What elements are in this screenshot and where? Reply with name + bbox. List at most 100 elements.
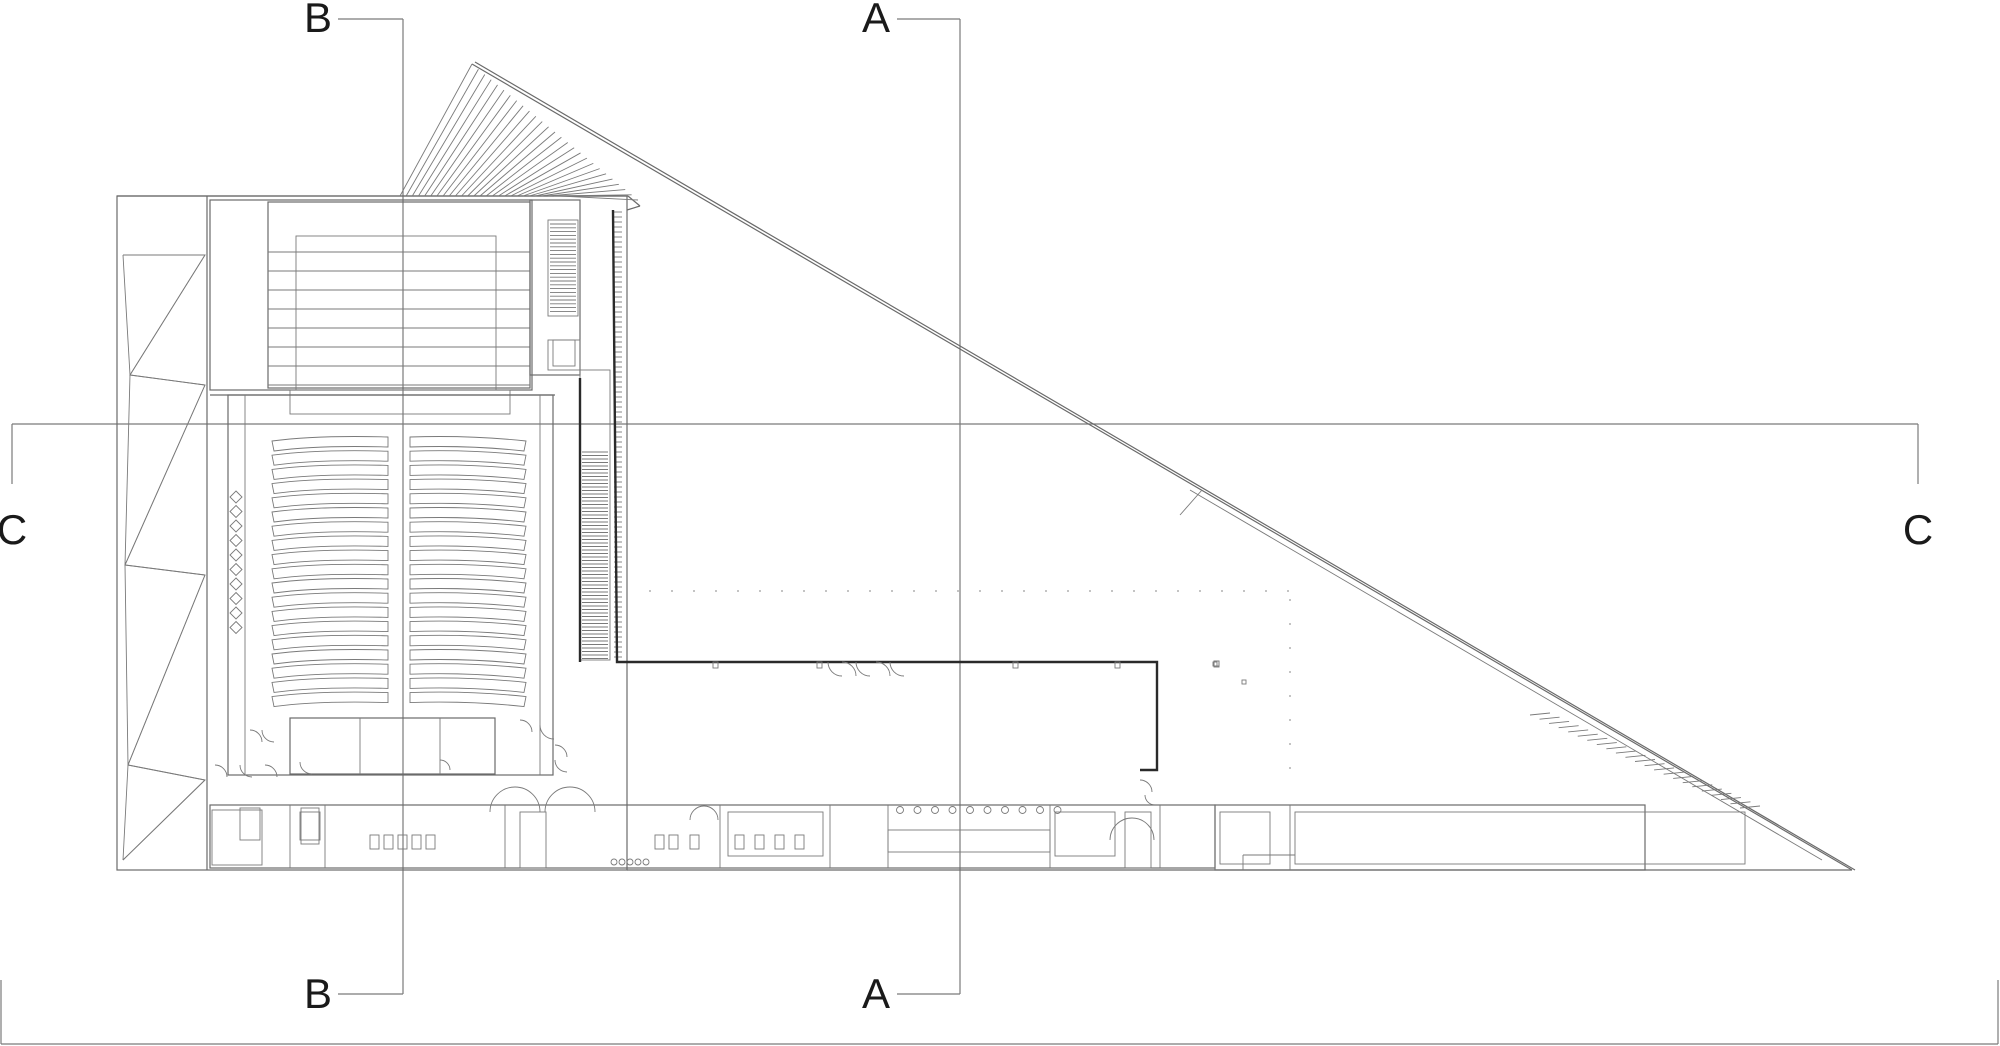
basin [626, 858, 634, 866]
step-line [461, 116, 537, 197]
step-line [399, 63, 473, 197]
grid-point [869, 590, 871, 592]
seat-row-right [409, 677, 527, 693]
step-line [442, 100, 518, 197]
seat-row-right [409, 535, 527, 551]
seat-row-left [271, 450, 389, 466]
step-line [553, 194, 632, 197]
grid-point [1221, 590, 1223, 592]
grid-point [1023, 590, 1025, 592]
grid-point [1289, 743, 1291, 745]
step-line [455, 110, 530, 197]
basin [642, 858, 650, 866]
seat-row-right [409, 549, 527, 566]
seat-row-right [409, 450, 527, 466]
grid-point [913, 590, 915, 592]
toilet-stall [411, 834, 422, 850]
diamond-panel [229, 519, 243, 533]
grid-point [891, 590, 893, 592]
stage-rows [268, 251, 530, 386]
seat-row-left [271, 563, 389, 580]
step-line [1539, 716, 1560, 720]
column [896, 806, 904, 814]
site-boundary-bracket [0, 980, 1999, 1045]
grid-point [715, 590, 717, 592]
diamond-panel [229, 591, 243, 606]
seat-row-right [409, 436, 527, 452]
grid-point [1289, 695, 1291, 697]
step-line [535, 178, 613, 197]
step-line [1568, 729, 1589, 733]
section-label-c-left: C [0, 506, 27, 553]
grid-point [1177, 590, 1179, 592]
column [1018, 806, 1027, 814]
grid-point [1243, 590, 1245, 592]
step-line [1730, 801, 1751, 805]
step-line [405, 69, 479, 197]
basin [634, 858, 642, 866]
seat-row-right [409, 691, 527, 708]
seat-row-left [271, 436, 389, 452]
step-line [1558, 725, 1579, 729]
step-line [1577, 733, 1598, 737]
seat-row-left [271, 663, 389, 679]
grid-point [1289, 767, 1291, 769]
step-line [448, 105, 524, 197]
step-line [1549, 721, 1570, 724]
seat-row-left [271, 578, 389, 594]
grid-point [803, 590, 805, 592]
seat-row-left [271, 649, 389, 665]
seat-row-right [409, 492, 527, 509]
step-line [529, 173, 607, 197]
service-strip [209, 786, 1746, 871]
grid-point [935, 590, 937, 592]
step-line [1625, 754, 1646, 758]
grid-point [1289, 623, 1291, 625]
seat-row-right [409, 578, 527, 594]
step-line [1682, 780, 1703, 784]
step-line [1606, 746, 1627, 750]
seat-row-right [409, 507, 527, 523]
basin [618, 858, 626, 866]
section-line-b [338, 18, 404, 995]
step-line [1529, 712, 1551, 716]
basin [610, 858, 618, 866]
column [913, 806, 922, 814]
seat-row-left [271, 592, 389, 608]
seat-row-left [271, 620, 389, 637]
step-line [424, 84, 498, 197]
grid-point [759, 590, 761, 592]
step-line [1692, 784, 1713, 788]
toilet-stall [383, 834, 394, 850]
step-line [504, 152, 581, 197]
step-line [1615, 750, 1636, 754]
misc-details [300, 339, 1295, 870]
column [1001, 806, 1009, 814]
grid-point [1133, 590, 1135, 592]
step-line [418, 79, 492, 197]
step-line [1663, 771, 1684, 775]
grid-point [1001, 590, 1003, 592]
seat-row-right [409, 606, 527, 622]
grid-point [781, 590, 783, 592]
section-line-c [11, 423, 1919, 484]
column [1053, 806, 1062, 814]
step-line [1596, 742, 1617, 746]
building-outline [116, 61, 1856, 871]
step-line [1701, 788, 1722, 792]
seat-row-left [271, 492, 389, 509]
step-line [1587, 737, 1608, 741]
column [966, 806, 974, 814]
step-line [559, 195, 639, 201]
seat-row-right [409, 620, 527, 637]
grid-point [1289, 719, 1291, 721]
toilet-stall [654, 834, 665, 850]
seat-row-left [271, 677, 389, 693]
auditorium-lobby [214, 717, 568, 778]
stair-core [529, 199, 611, 662]
grid-point [671, 590, 673, 592]
seat-row-left [271, 691, 389, 708]
grid-point [737, 590, 739, 592]
grid-point [825, 590, 827, 592]
toilet-stall [369, 834, 380, 850]
